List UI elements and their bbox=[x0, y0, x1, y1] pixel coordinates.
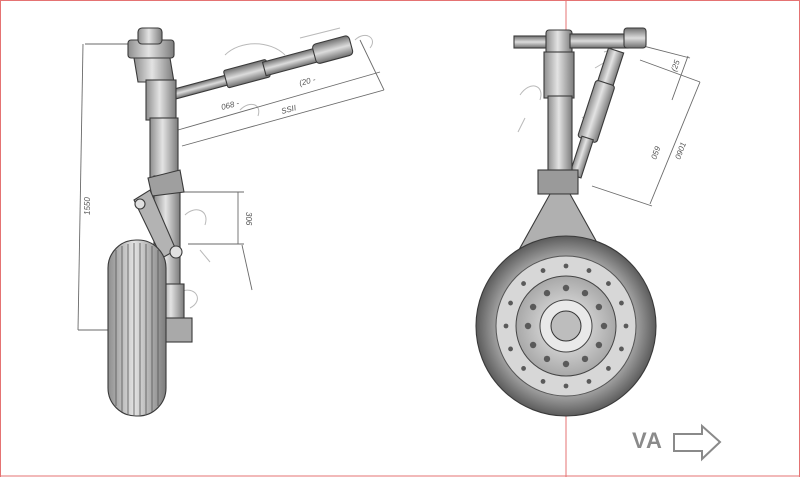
wheel-bolt bbox=[581, 355, 589, 363]
wheel-bolt bbox=[524, 322, 532, 330]
wheel-bolt bbox=[619, 300, 624, 306]
wheel-bolt bbox=[606, 366, 611, 371]
wheel-bolt bbox=[600, 322, 608, 330]
wheel-bolt bbox=[619, 346, 624, 352]
wheel-bolt bbox=[521, 366, 526, 371]
dim-lower-label: SSII bbox=[280, 103, 298, 116]
dim-a-label: (25 bbox=[669, 58, 682, 72]
wheel-bolt bbox=[540, 379, 546, 384]
direction-arrow-icon bbox=[673, 423, 722, 462]
side-tire bbox=[107, 239, 167, 417]
dim-upper-b-label: (20 - bbox=[298, 75, 317, 88]
dim-b-label: 059 bbox=[649, 145, 662, 161]
wheel-bolt bbox=[606, 281, 611, 286]
wheel-bolt bbox=[595, 303, 603, 311]
wheel-bolt bbox=[586, 379, 592, 384]
side-dimensions bbox=[77, 39, 385, 331]
front-view: (25 059 0901 bbox=[475, 27, 701, 417]
front-wheel bbox=[475, 235, 657, 417]
dim-height-label: 1550 bbox=[83, 197, 92, 215]
wheel-bolt bbox=[508, 300, 513, 306]
wheel-bolt bbox=[562, 284, 570, 292]
side-view: 1550 306 068 - (20 - SSII bbox=[77, 27, 385, 417]
front-oleo-strut bbox=[537, 51, 579, 195]
wheel-bolt bbox=[508, 346, 513, 352]
wheel-bolt bbox=[623, 323, 629, 329]
wheel-bolt bbox=[521, 281, 526, 286]
wheel-bolt bbox=[595, 341, 603, 349]
wheel-bolt bbox=[543, 289, 551, 297]
wheel-bolt bbox=[563, 263, 569, 269]
wheel-bolt bbox=[540, 268, 546, 273]
wheel-bolt bbox=[562, 360, 570, 368]
dim-short-label: 306 bbox=[244, 212, 253, 226]
wheel-bolts bbox=[503, 263, 629, 389]
drag-strut bbox=[167, 35, 354, 101]
wheel-bolt bbox=[529, 303, 537, 311]
upper-trunnion bbox=[127, 27, 175, 83]
front-trunnion bbox=[513, 27, 647, 55]
wheel-bolt bbox=[529, 341, 537, 349]
wheel-bolt bbox=[543, 355, 551, 363]
wheel-bolt bbox=[581, 289, 589, 297]
dim-upper-a-label: 068 - bbox=[220, 98, 240, 111]
dim-c-label: 0901 bbox=[673, 141, 688, 161]
torque-link bbox=[133, 169, 185, 259]
wheel-bolt bbox=[563, 383, 569, 389]
wheel-bolt bbox=[586, 268, 592, 273]
axle-block bbox=[163, 317, 193, 343]
wheel-bolt bbox=[503, 323, 509, 329]
direction-label: VA bbox=[632, 428, 663, 453]
